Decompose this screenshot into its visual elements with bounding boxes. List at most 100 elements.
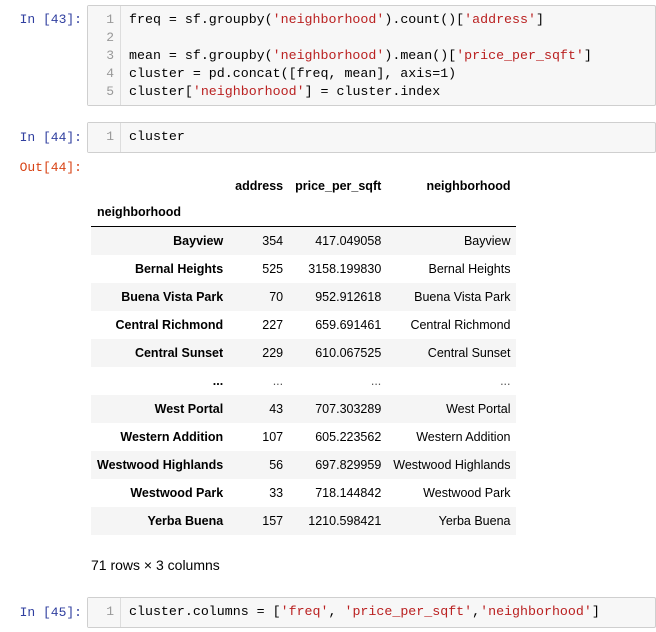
code-token: ]: [591, 604, 600, 619]
row-index: Bernal Heights: [134, 262, 224, 276]
table-cell: ...: [370, 374, 382, 388]
column-header: address: [235, 179, 284, 193]
output-prompt-44: Out[44]:: [19, 160, 82, 175]
line-number: 5: [106, 84, 114, 99]
table-row: Buena Vista Park 70 952.912618 Buena Vista …: [91, 283, 517, 311]
table-cell: 227: [262, 318, 284, 332]
string-literal: 'neighborhood': [272, 48, 385, 63]
table-cell: 157: [262, 514, 284, 528]
code-editor[interactable]: cluster: [129, 128, 651, 146]
code-token: ]: [535, 12, 544, 27]
code-line: [129, 29, 651, 47]
row-index: ...: [212, 374, 224, 388]
code-token: ] = cluster.index: [304, 84, 441, 99]
table-row: Central Sunset 229 610.067525 Central Sunse…: [91, 339, 517, 367]
code-token: cluster: [129, 129, 185, 144]
code-token: cluster[: [129, 84, 193, 99]
table-cell: Bayview: [463, 234, 511, 248]
code-editor[interactable]: cluster.columns = ['freq', 'price_per_sq…: [129, 603, 651, 621]
table-cell: 1210.598421: [308, 514, 382, 528]
table-cell: 610.067525: [315, 346, 382, 360]
table-cell: 718.144842: [315, 486, 382, 500]
code-line: cluster.columns = ['freq', 'price_per_sq…: [129, 603, 651, 621]
code-token: cluster = pd.concat([freq, mean], axis=1…: [129, 66, 457, 81]
table-cell: 952.912618: [315, 290, 382, 304]
table-cell: 707.303289: [315, 402, 382, 416]
string-literal: 'freq': [280, 604, 329, 619]
line-numbers: 1: [88, 123, 120, 146]
table-cell: 697.829959: [315, 458, 382, 472]
code-cell-45[interactable]: 1 cluster.columns = ['freq', 'price_per_…: [87, 597, 656, 628]
line-number: 1: [106, 604, 114, 619]
code-line: cluster['neighborhood'] = cluster.index: [129, 83, 651, 101]
code-token: ,: [472, 604, 481, 619]
table-cell: Central Richmond: [410, 318, 511, 332]
table-cell: 56: [269, 458, 284, 472]
string-literal: 'address': [464, 12, 536, 27]
table-cell: Central Sunset: [427, 346, 511, 360]
table-row: Westwood Highlands 56 697.829959 Westwood H…: [91, 451, 517, 479]
row-index: Western Addition: [120, 430, 224, 444]
table-cell: Western Addition: [416, 430, 511, 444]
code-editor[interactable]: freq = sf.groupby( 'neighborhood' ).count(…: [129, 11, 651, 101]
table-cell: 107: [262, 430, 284, 444]
line-numbers: 1: [88, 598, 120, 621]
code-line: cluster = pd.concat([freq, mean], axis=1…: [129, 65, 651, 83]
string-literal: 'price_per_sqft': [344, 604, 473, 619]
code-token: ]: [583, 48, 592, 63]
code-cell-44[interactable]: 1 cluster: [87, 122, 656, 153]
table-cell: 70: [269, 290, 284, 304]
line-number: 1: [106, 12, 114, 27]
row-index: Central Sunset: [134, 346, 224, 360]
code-token: ,: [328, 604, 345, 619]
table-cell: 33: [269, 486, 284, 500]
line-number: 2: [106, 30, 114, 45]
input-prompt-43: In [43]:: [19, 12, 82, 27]
code-token: freq = sf.groupby(: [129, 12, 273, 27]
index-name: neighborhood: [97, 205, 182, 219]
line-number-gutter: 1: [88, 598, 121, 627]
column-header-row: address price_per_sqft neighborhood: [91, 174, 516, 198]
dataframe-shape: 71 rows × 3 columns: [91, 557, 220, 573]
index-name-row: neighborhood: [91, 198, 517, 227]
row-index: Buena Vista Park: [121, 290, 224, 304]
table-cell: 229: [262, 346, 284, 360]
code-token: mean = sf.groupby(: [129, 48, 273, 63]
string-literal: 'neighborhood': [480, 604, 592, 619]
input-prompt-45: In [45]:: [19, 605, 82, 620]
string-literal: 'price_per_sqft': [456, 48, 584, 63]
table-cell: Yerba Buena: [438, 514, 511, 528]
table-cell: 525: [262, 262, 284, 276]
row-index: Bayview: [173, 234, 224, 248]
column-header: price_per_sqft: [295, 179, 382, 193]
code-line: cluster: [129, 128, 651, 146]
input-prompt-44: In [44]:: [19, 130, 82, 145]
string-literal: 'neighborhood': [192, 84, 305, 99]
code-token: ).mean()[: [384, 48, 457, 63]
line-number-gutter: 1: [88, 123, 121, 152]
table-cell: Bernal Heights: [428, 262, 511, 276]
row-index: Central Richmond: [115, 318, 224, 332]
table-cell: 3158.199830: [308, 262, 382, 276]
table-row: Bernal Heights 525 3158.199830 Bernal Heigh…: [91, 255, 517, 283]
line-number: 4: [106, 66, 114, 81]
table-cell: ...: [272, 374, 284, 388]
index-corner: [91, 174, 229, 198]
code-token: cluster.columns = [: [129, 604, 281, 619]
table-cell: 43: [269, 402, 284, 416]
table-cell: 605.223562: [315, 430, 382, 444]
code-line: mean = sf.groupby('neighborhood').mean()…: [129, 47, 651, 65]
dataframe-table: address price_per_sqft neighborhood neig…: [91, 174, 517, 535]
table-row: Western Addition 107 605.223562 Western Add…: [91, 423, 517, 451]
table-cell: Buena Vista Park: [414, 290, 511, 304]
row-index: Westwood Highlands: [97, 458, 224, 472]
code-token: ).count()[: [384, 12, 465, 27]
table-cell: Westwood Highlands: [393, 458, 511, 472]
